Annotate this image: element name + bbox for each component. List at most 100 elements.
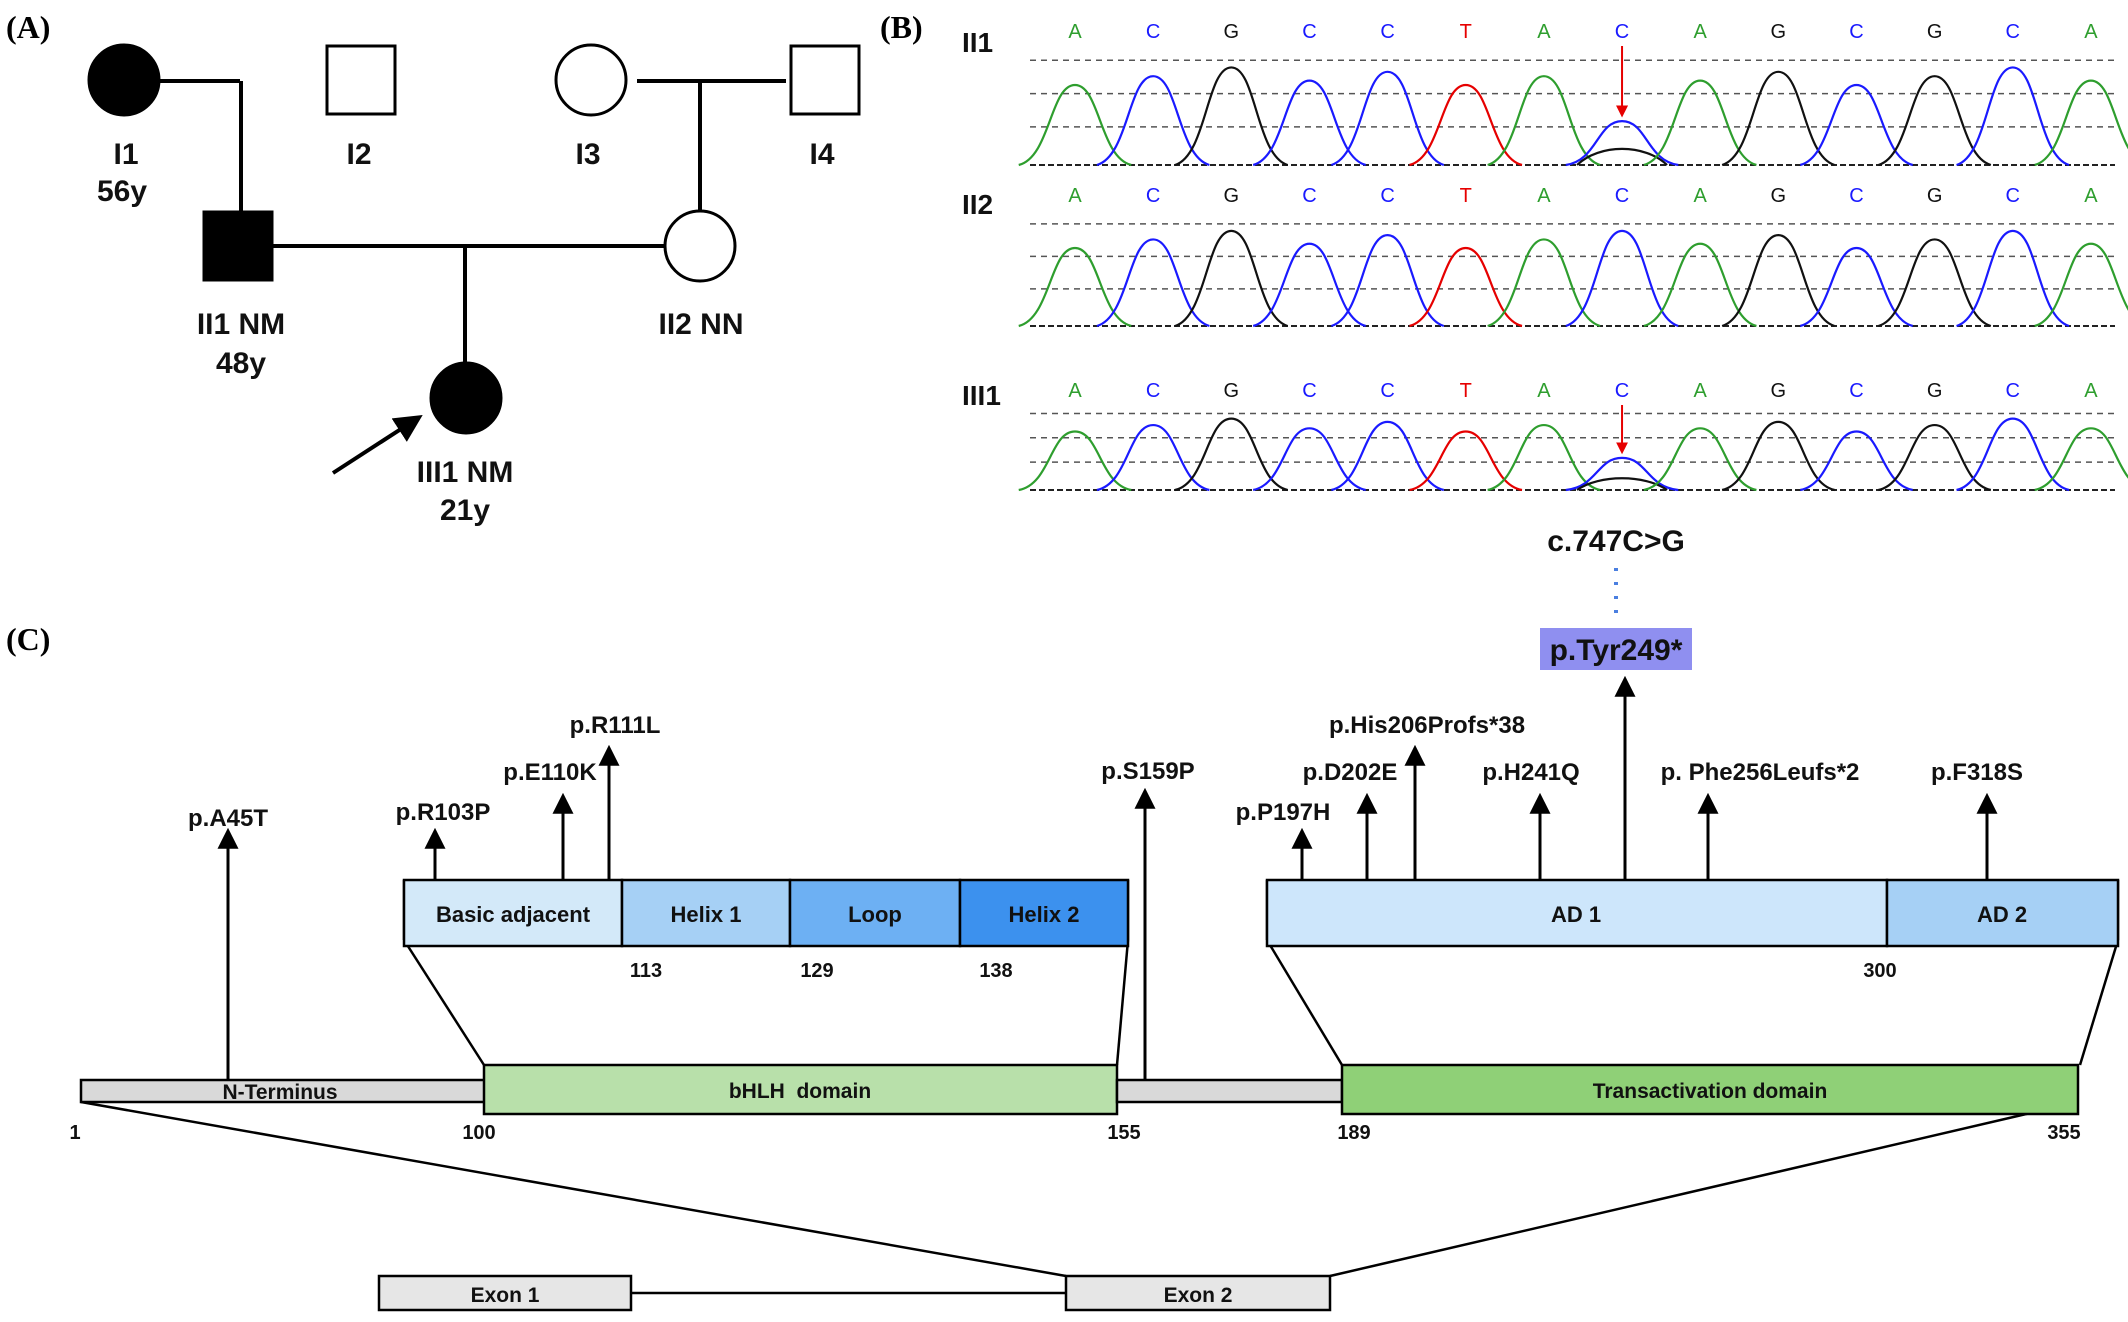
- zoom-ta-right: [2078, 939, 2120, 1066]
- trace-peak: [1174, 66, 1288, 167]
- pos-138: 138: [979, 960, 1012, 982]
- trace-peak: [1096, 423, 1210, 492]
- variant-p197h: p.P197H: [1236, 799, 1331, 826]
- base-call-letter: C: [1380, 21, 1394, 43]
- base-call-letter: G: [1927, 380, 1943, 402]
- trace-peak: [1409, 83, 1523, 167]
- base-call-letter: C: [1849, 21, 1863, 43]
- variant-f318s: p.F318S: [1931, 759, 2023, 786]
- label-ii2: II2 NN: [658, 308, 743, 341]
- base-call-letter: C: [1849, 380, 1863, 402]
- zoom-ta-left: [1265, 939, 1344, 1066]
- pos-155: 155: [1107, 1122, 1140, 1144]
- base-call-letter: C: [1302, 380, 1316, 402]
- variant-arrows: [217, 675, 1998, 1080]
- trace-peak: [1252, 79, 1367, 167]
- trace-peak: [1330, 234, 1445, 328]
- base-call-letter: C: [1146, 380, 1160, 402]
- pos-300: 300: [1863, 960, 1896, 982]
- trace-peak: [1565, 119, 1679, 167]
- trace-secondary-peak: [1576, 477, 1668, 491]
- base-call-letter: T: [1460, 185, 1472, 207]
- variant-h206pfs: p.His206Profs*38: [1329, 712, 1525, 739]
- panel-a-pedigree: (A) I1 56y I2 I3 I4 II1 NM 48y II2 NN II…: [6, 9, 861, 527]
- pos-100: 100: [462, 1122, 495, 1144]
- trace-peak: [1409, 246, 1523, 328]
- base-call-letter: G: [1224, 380, 1240, 402]
- variant-r111l: p.R111L: [570, 712, 661, 739]
- trace-peak: [1018, 83, 1132, 167]
- base-call-letter: T: [1460, 21, 1472, 43]
- exon-map-line-right: [1329, 1100, 2079, 1278]
- subdomain-basic-adjacent: [402, 878, 624, 948]
- base-call-letter: A: [1537, 185, 1551, 207]
- base-call-letter: A: [1068, 185, 1082, 207]
- subdomain-ad1: [1265, 878, 1889, 948]
- base-call-letter: C: [2006, 380, 2020, 402]
- subdomain-label-helix2: Helix 2: [1009, 902, 1080, 927]
- trace-peak: [2034, 427, 2128, 492]
- trace-peak: [1565, 229, 1679, 328]
- trace-peak: [1643, 242, 1757, 328]
- trace-peak: [1331, 420, 1445, 492]
- variant-e110k: p.E110K: [503, 759, 597, 786]
- base-call-letter: G: [1771, 21, 1787, 43]
- trace-peak: [1956, 229, 2070, 328]
- base-call-letter: G: [1771, 380, 1787, 402]
- zoom-bhlh-left: [402, 939, 486, 1066]
- subdomain-ad2: [1885, 878, 2120, 948]
- trace-peak: [1409, 430, 1523, 492]
- variant-f256lfs: p. Phe256Leufs*2: [1661, 759, 1860, 786]
- trace-peak: [1721, 70, 1836, 167]
- bar-label-trans: Transactivation domain: [1593, 1080, 1828, 1103]
- trace-label-iii1: III1: [962, 380, 1001, 411]
- trace-peak: [1487, 423, 1601, 492]
- trace-peak: [1956, 417, 2070, 492]
- variant-d202e: p.D202E: [1303, 759, 1398, 786]
- bar-transactivation-domain: [1340, 1063, 2080, 1116]
- pos-355: 355: [2047, 1122, 2080, 1144]
- panel-label-c: (C): [6, 621, 50, 657]
- base-call-letter: A: [1068, 380, 1082, 402]
- protein-change-label: p.Tyr249*: [1550, 634, 1683, 667]
- variant-s159p: p.S159P: [1101, 758, 1194, 785]
- base-call-letter: G: [1927, 185, 1943, 207]
- subdomain-label-ad1: AD 1: [1551, 902, 1601, 927]
- base-call-letter: A: [1537, 21, 1551, 43]
- trace-peak: [1956, 66, 2070, 167]
- trace-peak: [1799, 430, 1914, 492]
- base-call-letter: C: [1302, 21, 1316, 43]
- individual-iii1-symbol: [429, 361, 503, 435]
- panel-c-protein-map: (C) Basic adjacent Helix 1 Loop Helix 2 …: [6, 621, 2120, 1312]
- cdna-change-label: c.747C>G: [1547, 525, 1685, 558]
- base-call-letter: C: [1615, 185, 1629, 207]
- base-call-letter: C: [1380, 380, 1394, 402]
- individual-i3-symbol: [554, 43, 628, 117]
- exon-2-box: [1064, 1274, 1332, 1312]
- variant-r103p: p.R103P: [396, 799, 491, 826]
- trace-peak: [1799, 246, 1914, 328]
- age-ii1: 48y: [216, 347, 266, 380]
- trace-label-ii2: II2: [962, 189, 993, 220]
- base-call-letter: C: [1146, 21, 1160, 43]
- individual-ii1-symbol: [202, 210, 274, 282]
- individual-i1-symbol: [87, 43, 161, 117]
- age-iii1: 21y: [440, 494, 490, 527]
- base-call-letter: C: [2006, 185, 2020, 207]
- individual-i4-symbol: [789, 44, 861, 116]
- base-call-letter: A: [1694, 380, 1708, 402]
- bar-label-nterm: N-Terminus: [222, 1081, 337, 1104]
- panel-label-b: (B): [880, 9, 923, 45]
- base-call-letter: G: [1927, 21, 1943, 43]
- pos-129: 129: [800, 960, 833, 982]
- label-i4: I4: [809, 138, 834, 171]
- panel-label-a: (A): [6, 9, 50, 45]
- trace-peak: [2034, 242, 2128, 328]
- trace-peak: [1487, 75, 1601, 167]
- base-call-letter: C: [2006, 21, 2020, 43]
- base-call-letter: C: [1615, 21, 1629, 43]
